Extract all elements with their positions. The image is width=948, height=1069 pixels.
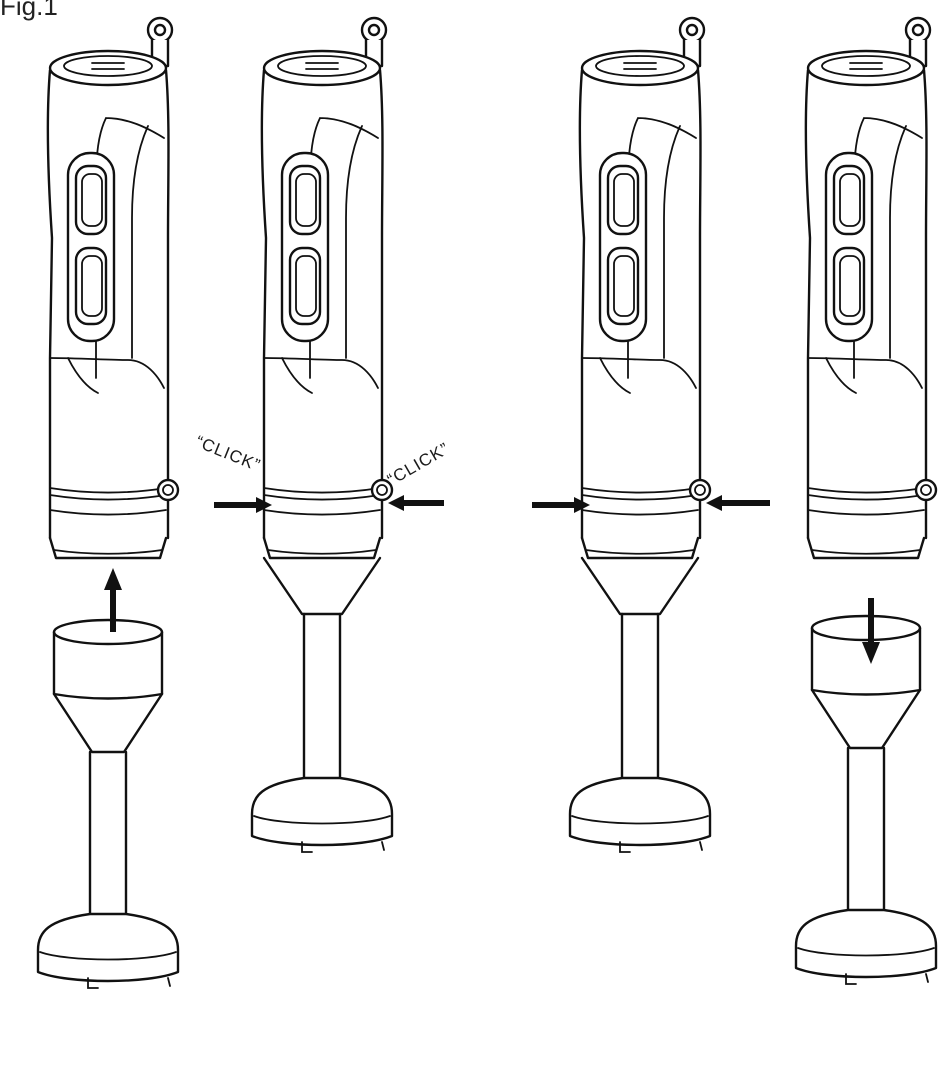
arrow-up-icon [104,568,122,632]
arrow-left-icon [706,495,770,511]
figure-label: Fig.1 [0,0,58,21]
step-2-attached-click [214,16,444,854]
step-1-attach [36,16,180,990]
step-3-press-release [532,16,770,854]
shaft-detached [794,614,938,986]
shaft-detached [36,618,180,990]
step-4-detach [794,16,938,986]
arrow-right-icon [214,497,272,513]
arrow-right-icon [532,497,590,513]
arrow-left-icon [388,495,444,511]
arrow-down-icon [862,598,880,664]
